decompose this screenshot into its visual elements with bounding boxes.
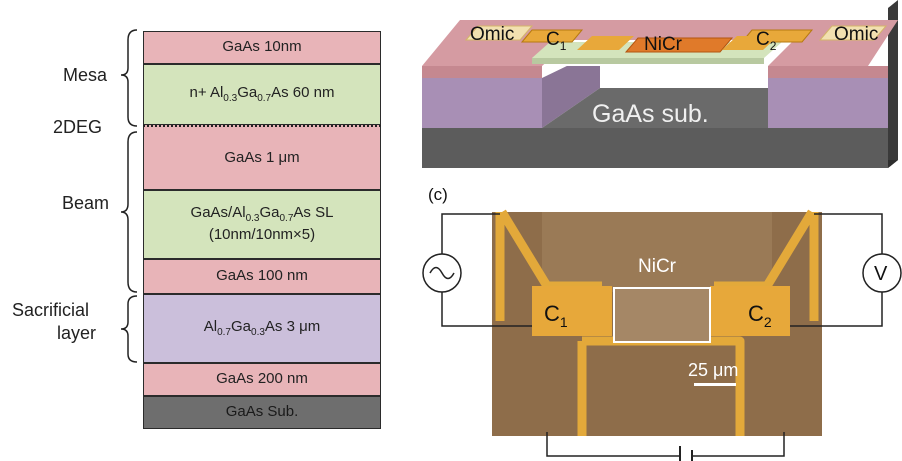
micrograph-nicr-label: NiCr <box>638 256 677 277</box>
label-sacrificial: Sacrificial <box>12 300 90 320</box>
schematic-ohmic-right <box>818 25 888 41</box>
layer-n-algaas: n+ Al0.3Ga0.7As 60 nm <box>143 64 381 125</box>
schematic-ohmic-left <box>464 25 534 41</box>
wire-ac-bottom <box>441 292 532 327</box>
layer-gaas-1um: GaAs 1 μm <box>143 125 381 190</box>
label-beam: Beam <box>62 193 110 213</box>
layer-superlattice-period: (10nm/10nm×5) <box>208 225 316 243</box>
schematic-nicr-strip <box>624 37 734 53</box>
layer-gaas-10nm: GaAs 10nm <box>143 31 381 64</box>
schematic-c1-lead <box>577 36 634 50</box>
micrograph-trench-top <box>542 212 772 292</box>
schematic-trench-floor <box>542 88 768 128</box>
micrograph-c2-pad <box>710 286 790 336</box>
schematic-substrate-label: GaAs sub. <box>592 100 709 128</box>
schematic-omic-right-label: Omic <box>834 24 878 45</box>
wire-v-top <box>814 213 883 254</box>
label-2deg: 2DEG <box>53 117 103 137</box>
schematic-left-top-edge <box>422 66 542 78</box>
wire-dc <box>546 432 785 457</box>
schematic-left-pillar <box>422 78 542 128</box>
schematic-c2-lead <box>722 36 778 50</box>
micrograph-c1-pad <box>532 286 612 336</box>
layer-gaas-100nm: GaAs 100 nm <box>143 259 381 294</box>
schematic-beam-edge <box>532 58 764 64</box>
layer-n-algaas-label: n+ Al0.3Ga0.7As 60 nm <box>189 83 335 104</box>
layer-sacrificial-label: Al0.7Ga0.3As 3 μm <box>203 317 321 338</box>
schematic-side-face <box>888 0 898 168</box>
schematic-nicr-label: NiCr <box>644 34 683 55</box>
device-schematic: Omic Omic C1 C2 NiCr GaAs sub. <box>422 0 898 168</box>
schematic-omic-left-label: Omic <box>470 24 514 45</box>
micrograph-nicr-window <box>613 287 711 343</box>
ac-sine-symbol <box>429 266 455 280</box>
schematic-substrate-front <box>422 128 888 168</box>
layer-gaas-200nm: GaAs 200 nm <box>143 363 381 396</box>
panel-c-label: (c) <box>428 185 448 204</box>
schematic-right-top-edge <box>768 66 888 78</box>
micrograph-panel: (c) NiCr C1 C2 25 μm V <box>422 185 902 461</box>
label-layer: layer <box>57 323 97 343</box>
wire-v-bottom <box>790 292 883 327</box>
schematic-c1-electrode <box>520 29 584 43</box>
wire-ac-top <box>441 213 500 254</box>
label-mesa: Mesa <box>63 65 108 85</box>
scale-bar-label: 25 μm <box>688 360 738 380</box>
layer-superlattice-label: GaAs/Al0.3Ga0.7As SL <box>190 204 334 225</box>
layer-superlattice: GaAs/Al0.3Ga0.7As SL (10nm/10nm×5) <box>143 190 381 259</box>
stack-brackets <box>120 29 138 363</box>
schematic-trench-wall-left <box>542 50 600 128</box>
layer-sacrificial-algaas: Al0.7Ga0.3As 3 μm <box>143 294 381 363</box>
schematic-right-pillar <box>768 78 888 128</box>
scale-bar <box>694 383 736 386</box>
voltmeter-label: V <box>874 263 888 285</box>
layer-gaas-substrate: GaAs Sub. <box>143 396 381 429</box>
